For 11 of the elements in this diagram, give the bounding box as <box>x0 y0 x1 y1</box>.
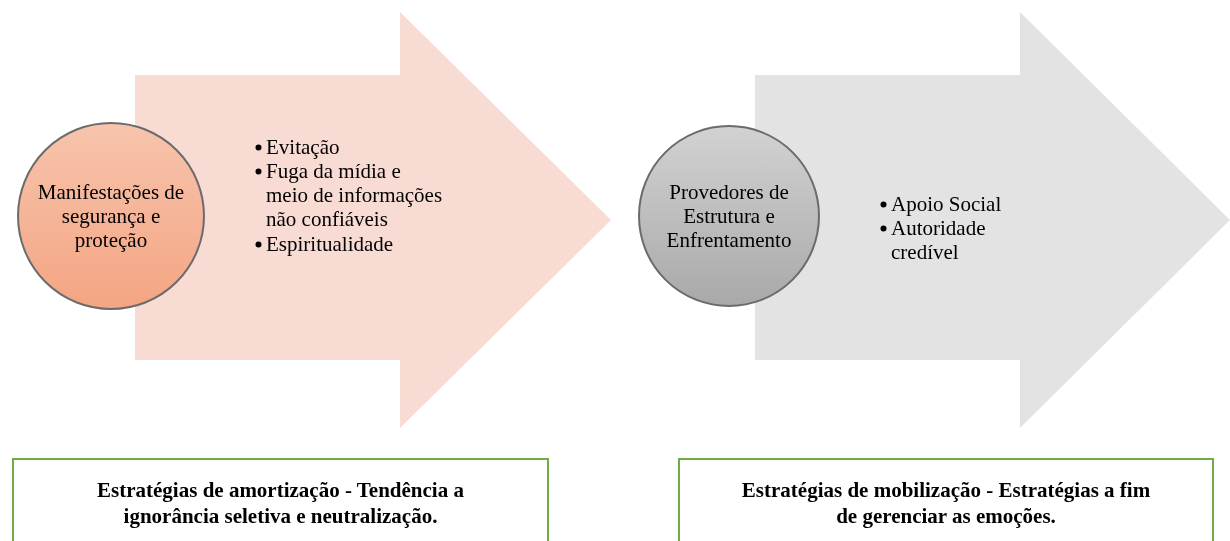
circle-label: Manifestações de segurança e proteção <box>36 179 186 253</box>
caption-text: Estratégias de amortização - Tendência a ignorância seletiva e neutralização. <box>96 476 465 530</box>
caption-box <box>678 458 1214 541</box>
circle-label: Provedores de Estrutura e Enfrentamento <box>665 179 793 253</box>
bullet-item: Espiritualidade <box>266 231 394 256</box>
caption-box <box>12 458 549 541</box>
caption-text: Estratégias de mobilização - Estratégias a fim de gerenciar as emoções. <box>740 476 1152 530</box>
bullet-item: Fuga da mídia e meio de informações não confiáveis <box>266 159 444 232</box>
bullet-item: Apoio Social <box>891 192 1002 217</box>
bullet-item: Autoridade credível <box>891 216 987 265</box>
bullet-item: Evitação <box>266 135 340 160</box>
